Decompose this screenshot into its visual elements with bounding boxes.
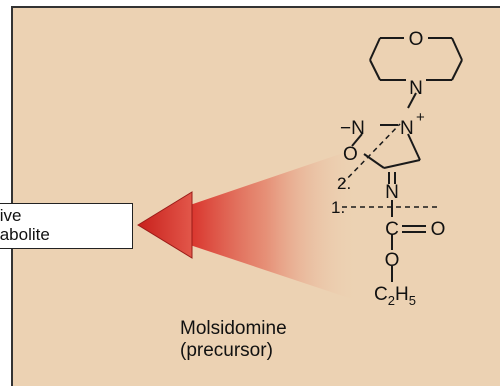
ring-oxygen: O: [343, 144, 358, 165]
carbonyl-carbon: C: [385, 219, 399, 240]
imine-nitrogen: N: [385, 182, 399, 203]
conversion-arrow-head: [137, 191, 193, 259]
ethyl-group: C2H5: [374, 284, 416, 308]
anionic-nitrogen: −N: [340, 118, 365, 139]
morpholine-nitrogen: N: [409, 78, 423, 99]
positive-charge: +: [416, 109, 425, 126]
morpholine-oxygen: O: [409, 29, 424, 50]
cleavage-lines: [341, 123, 440, 208]
cationic-nitrogen: N: [400, 118, 414, 139]
morpholine-ring: [369, 37, 463, 109]
ester-oxygen: O: [385, 250, 400, 271]
molecule-caption: Molsidomine (precursor): [180, 318, 287, 362]
sydnone-ring: [351, 124, 421, 184]
cleavage-label-2: 2.: [337, 174, 351, 193]
caption-line-2: (precursor): [180, 340, 273, 361]
cleavage-label-1: 1.: [331, 198, 345, 217]
conversion-arrow-fan: [190, 150, 360, 300]
carbamate-chain: [391, 200, 426, 282]
metabolite-line-2: tabolite: [0, 225, 50, 244]
active-metabolite-label: tive tabolite: [0, 203, 133, 249]
caption-line-1: Molsidomine: [180, 318, 287, 339]
metabolite-line-1: tive: [0, 206, 22, 225]
carbonyl-oxygen: O: [431, 219, 446, 240]
